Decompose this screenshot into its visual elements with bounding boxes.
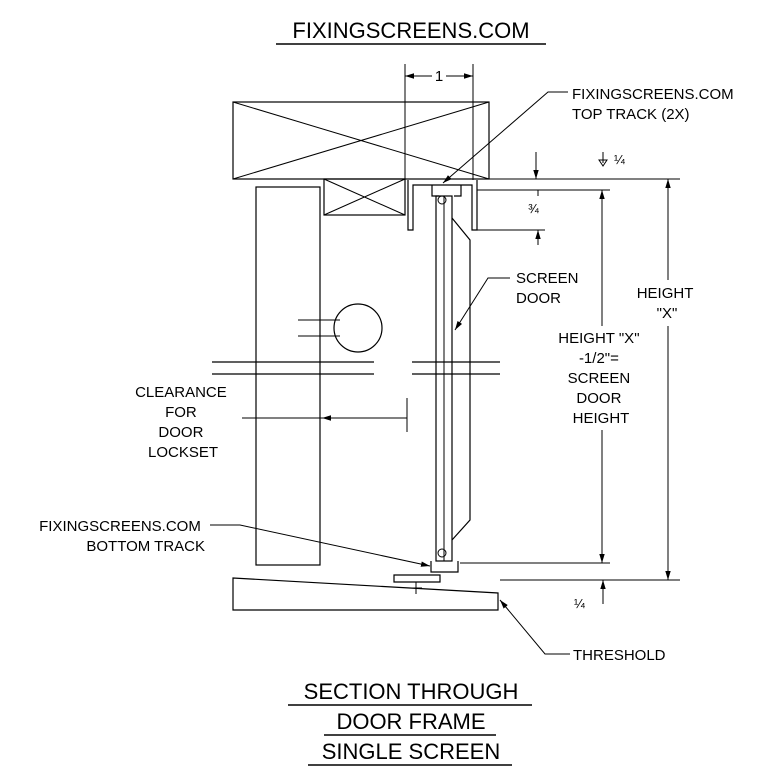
top-width-value: 1 [435,68,443,85]
bottom-gap-dimension: ¼ [574,580,606,611]
screen-door-label: SCREEN DOOR [516,270,583,307]
door-slab [255,186,321,566]
bottom-track-label: FIXINGSCREENS.COM BOTTOM TRACK [39,518,205,555]
caption-line-1: SECTION THROUGH [304,679,519,704]
screen-door-height-label: HEIGHT "X" -1/2"= SCREEN DOOR HEIGHT [558,330,643,427]
top-track-leader [442,91,568,184]
screen-door-leader [454,277,510,331]
header-beam [232,101,490,180]
threshold-label: THRESHOLD [573,647,666,664]
top-gap-value: ¼ [614,152,625,167]
height-x-label: HEIGHT "X" [637,285,698,322]
top-track-label: FIXINGSCREENS.COM TOP TRACK (2X) [572,86,738,123]
top-track [407,180,478,231]
top-gap-dimension: ¼ [533,152,625,179]
threshold-profile [232,577,499,611]
screen-door [435,195,471,562]
clearance-label: CLEARANCE FOR DOOR LOCKSET [135,384,231,461]
lockset-knob [298,303,383,353]
door-stop-block [323,178,406,216]
caption-line-2: DOOR FRAME [336,709,485,734]
bottom-track-leader [210,524,431,567]
top-width-dimension: 1 [404,64,474,180]
caption-line-3: SINGLE SCREEN [322,739,501,764]
title: FIXINGSCREENS.COM [292,18,529,43]
handle-bar-left [212,361,374,375]
bottom-gap-value: ¼ [574,596,585,611]
threshold-leader [499,599,570,655]
clearance-dimension [242,398,408,432]
track-depth-dimension: ¾ [528,190,541,245]
handle-bar-right [412,361,500,375]
track-depth-value: ¾ [528,201,539,216]
